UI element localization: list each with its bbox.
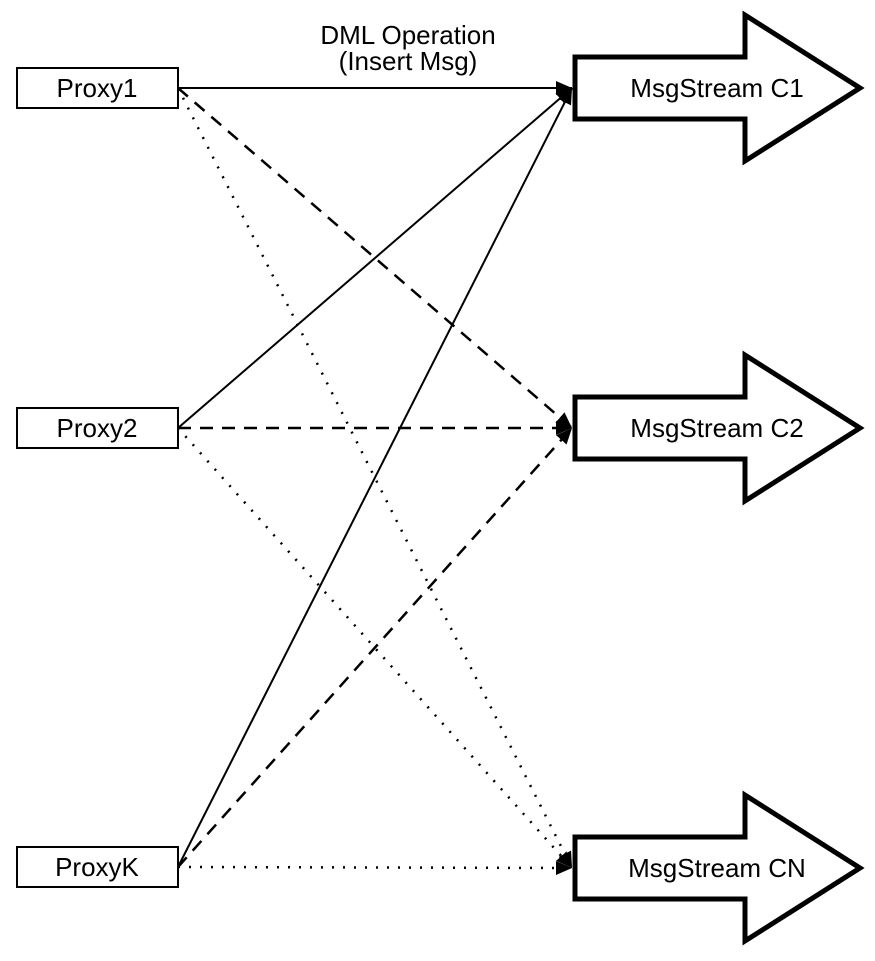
proxy1-box [16,67,179,109]
msgstream-c2-label: MsgStream C2 [630,413,803,443]
msgstream-c2-arrow-shape [572,350,865,506]
msgstream-c1-node: MsgStream C1 [572,10,865,166]
msgstream-c2-node: MsgStream C2 [572,350,865,506]
proxy1-label: Proxy1 [57,73,138,103]
proxyk-label: ProxyK [55,852,139,882]
proxy2-label: Proxy2 [57,413,138,443]
proxy2-node: Proxy2 [16,407,179,449]
msgstream-c1-label: MsgStream C1 [630,73,803,103]
edge-proxyk-to-c1-solid [177,87,573,868]
msgstream-cn-label: MsgStream CN [628,853,806,883]
msgstream-cn-arrow-shape [572,790,865,946]
proxyk-box [16,846,179,888]
edge-proxyk-to-cn-dotted [177,860,573,875]
proxy2-box [16,407,179,449]
edge-proxyk-to-c2-dashed [177,427,573,868]
proxy1-node: Proxy1 [16,67,179,109]
edge-proxy2-to-c1-solid [177,87,573,429]
msgstream-cn-node: MsgStream CN [572,790,865,946]
proxyk-node: ProxyK [16,846,179,888]
connector-edges [176,81,574,875]
msgstream-c1-arrow-shape [572,10,865,166]
dml-operation-caption-line2: (Insert Msg) [339,46,478,76]
dml-operation-caption-line1: DML Operation [320,20,495,50]
